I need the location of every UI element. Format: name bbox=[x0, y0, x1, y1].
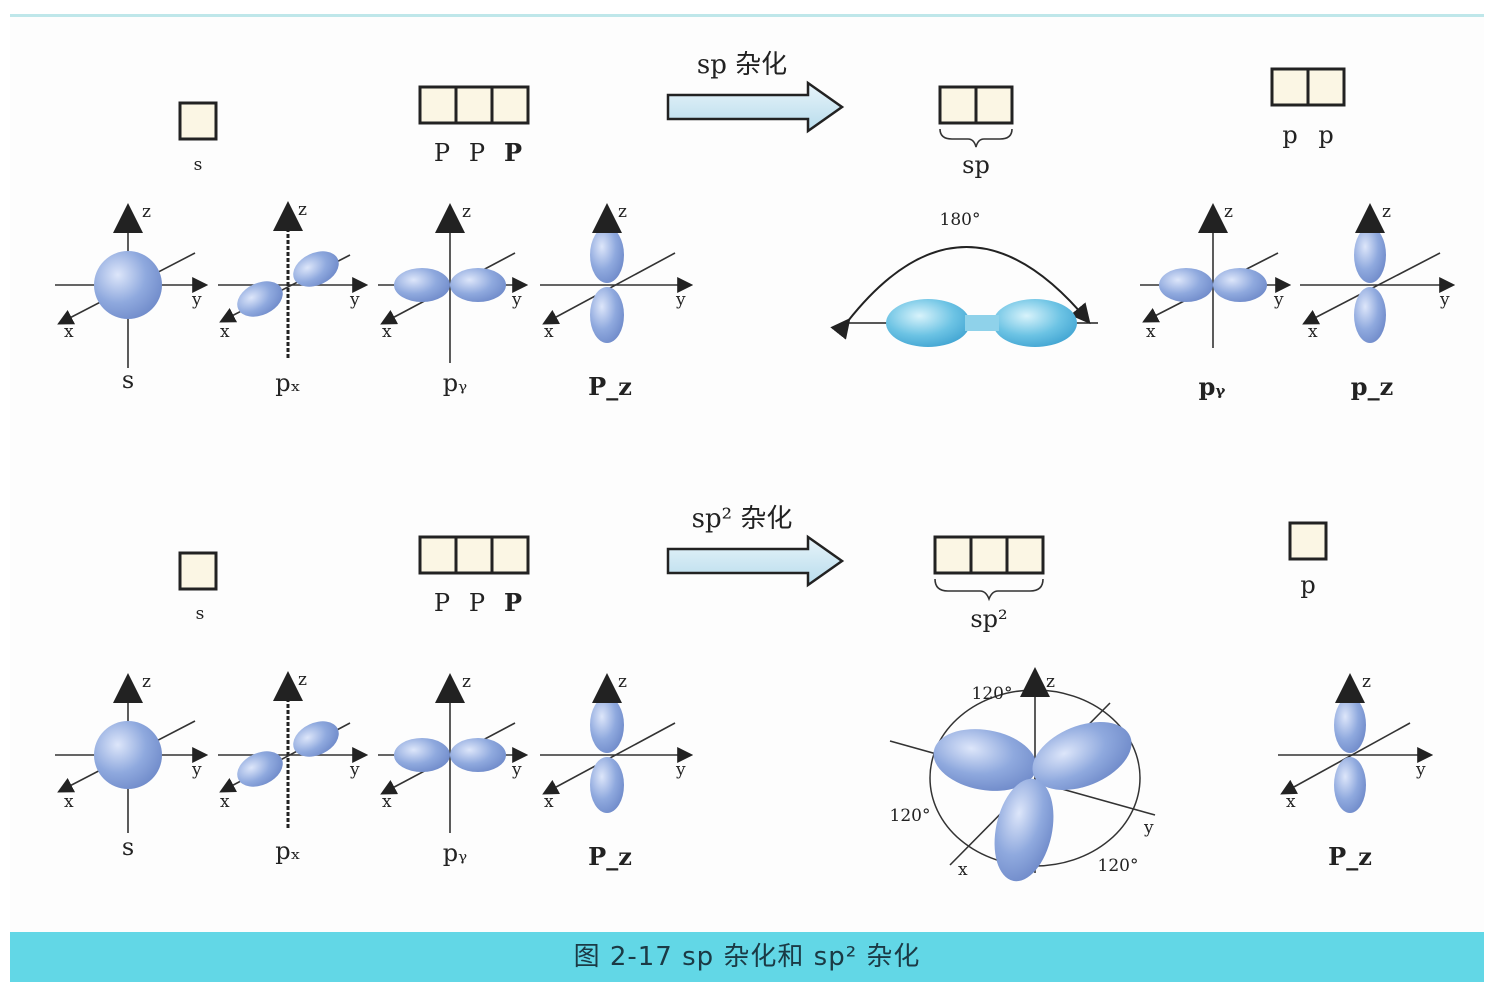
p-box-label-3: P bbox=[504, 588, 522, 617]
px-orbital-label: pₓ bbox=[275, 837, 301, 865]
x-axis-label: x bbox=[1308, 322, 1318, 342]
px-orbital: z y x bbox=[218, 200, 365, 358]
sp2-hybrid-orbital: 120° 120° 120° z y x bbox=[890, 672, 1155, 887]
p-box-label-1: P bbox=[434, 139, 450, 167]
sp2-orbital-boxes bbox=[935, 537, 1043, 573]
angle-label-1: 120° bbox=[972, 684, 1013, 704]
z-axis-label: z bbox=[298, 670, 307, 690]
z-axis-label: z bbox=[1362, 672, 1371, 692]
sp-box-label: sp bbox=[962, 151, 990, 179]
py-orbital: z y x bbox=[378, 672, 525, 833]
z-axis-label: z bbox=[618, 202, 627, 222]
x-axis-label: x bbox=[1146, 322, 1156, 342]
z-axis-label: z bbox=[1224, 202, 1233, 222]
py-orbital-label: pᵧ bbox=[443, 369, 467, 397]
x-axis-label: x bbox=[544, 322, 554, 342]
sp-hybrid-orbital: 180° bbox=[842, 210, 1098, 347]
x-axis-label: x bbox=[958, 860, 968, 880]
px-orbital-label: pₓ bbox=[275, 369, 301, 397]
s-orbital-label: s bbox=[122, 833, 134, 861]
p-box-label-2: P bbox=[469, 139, 485, 167]
y-axis-label: y bbox=[675, 760, 686, 780]
figure-caption: 图 2-17 sp 杂化和 sp² 杂化 bbox=[10, 932, 1484, 982]
remaining-py-orbital: z y x bbox=[1140, 202, 1288, 348]
y-axis-label: y bbox=[349, 760, 360, 780]
remaining-p-box bbox=[1290, 523, 1326, 559]
y-axis-label: y bbox=[349, 290, 360, 310]
y-axis-label: y bbox=[1415, 760, 1426, 780]
hybridization-arrow-icon bbox=[668, 537, 842, 585]
hybridization-arrow-icon bbox=[668, 83, 842, 131]
p-orbital-boxes bbox=[420, 87, 528, 123]
figure-panel: s P P P sp 杂化 sp bbox=[10, 14, 1484, 935]
x-axis-label: x bbox=[220, 792, 230, 812]
z-axis-label: z bbox=[142, 202, 151, 222]
z-axis-label: z bbox=[1382, 202, 1391, 222]
angle-180-label: 180° bbox=[940, 210, 981, 230]
remaining-pz-orbital: z y x bbox=[1278, 672, 1430, 813]
angle-label-3: 120° bbox=[1098, 856, 1139, 876]
pz-orbital-label: P_z bbox=[588, 372, 632, 401]
p-box-label-1: P bbox=[434, 589, 450, 617]
remaining-pz-label: P_z bbox=[1328, 842, 1372, 871]
py-orbital: z y x bbox=[378, 202, 525, 363]
top-row: s P P P sp 杂化 sp bbox=[55, 50, 1452, 401]
sp2-brace bbox=[935, 579, 1043, 599]
x-axis-label: x bbox=[544, 792, 554, 812]
remaining-pz-orbital: z y x bbox=[1300, 202, 1452, 343]
x-axis-label: x bbox=[382, 322, 392, 342]
s-orbital: z y x bbox=[55, 672, 205, 833]
remaining-p-label-1: p bbox=[1282, 121, 1297, 149]
pz-orbital-label: P_z bbox=[588, 842, 632, 871]
s-orbital: z y x bbox=[55, 202, 205, 368]
y-axis-label: y bbox=[1439, 290, 1450, 310]
z-axis-label: z bbox=[1046, 672, 1055, 692]
remaining-p-boxes bbox=[1272, 69, 1344, 105]
s-box-label: s bbox=[196, 604, 205, 624]
p-box-label-2: P bbox=[469, 589, 485, 617]
x-axis-label: x bbox=[64, 322, 74, 342]
sp-orbital-boxes bbox=[940, 87, 1012, 123]
z-axis-label: z bbox=[462, 202, 471, 222]
remaining-pz-label: p_z bbox=[1351, 372, 1393, 401]
p-orbital-boxes bbox=[420, 537, 528, 573]
remaining-p-label: p bbox=[1300, 571, 1315, 599]
x-axis-label: x bbox=[64, 792, 74, 812]
px-orbital: z y x bbox=[218, 670, 365, 828]
y-axis-label: y bbox=[511, 760, 522, 780]
z-axis-label: z bbox=[618, 672, 627, 692]
x-axis-label: x bbox=[220, 322, 230, 342]
y-axis-label: y bbox=[511, 290, 522, 310]
z-axis-label: z bbox=[298, 200, 307, 220]
pz-orbital: z y x bbox=[540, 202, 690, 343]
s-orbital-label: s bbox=[122, 366, 134, 394]
pz-orbital: z y x bbox=[540, 672, 690, 813]
s-orbital-box bbox=[180, 553, 216, 589]
sp-brace bbox=[940, 129, 1012, 147]
z-axis-label: z bbox=[462, 672, 471, 692]
x-axis-label: x bbox=[382, 792, 392, 812]
s-orbital-box bbox=[180, 103, 216, 139]
y-axis-label: y bbox=[1143, 818, 1154, 838]
y-axis-label: y bbox=[675, 290, 686, 310]
z-axis-label: z bbox=[142, 672, 151, 692]
angle-label-2: 120° bbox=[890, 806, 931, 826]
sp-hybridization-label: sp 杂化 bbox=[697, 50, 787, 80]
y-axis-label: y bbox=[191, 290, 202, 310]
s-box-label: s bbox=[194, 155, 203, 175]
remaining-py-label: pᵧ bbox=[1199, 372, 1227, 401]
diagram-canvas: s P P P sp 杂化 sp bbox=[10, 17, 1484, 935]
x-axis-label: x bbox=[1286, 792, 1296, 812]
sp2-box-label: sp² bbox=[970, 605, 1007, 633]
bottom-row: s P P P sp² 杂化 sp² bbox=[55, 504, 1430, 887]
y-axis-label: y bbox=[191, 760, 202, 780]
py-orbital-label: pᵧ bbox=[443, 839, 467, 867]
p-box-label-3: P bbox=[504, 138, 522, 167]
remaining-p-label-2: p bbox=[1318, 121, 1333, 149]
sp2-hybridization-label: sp² 杂化 bbox=[692, 504, 793, 534]
y-axis-label: y bbox=[1273, 290, 1284, 310]
